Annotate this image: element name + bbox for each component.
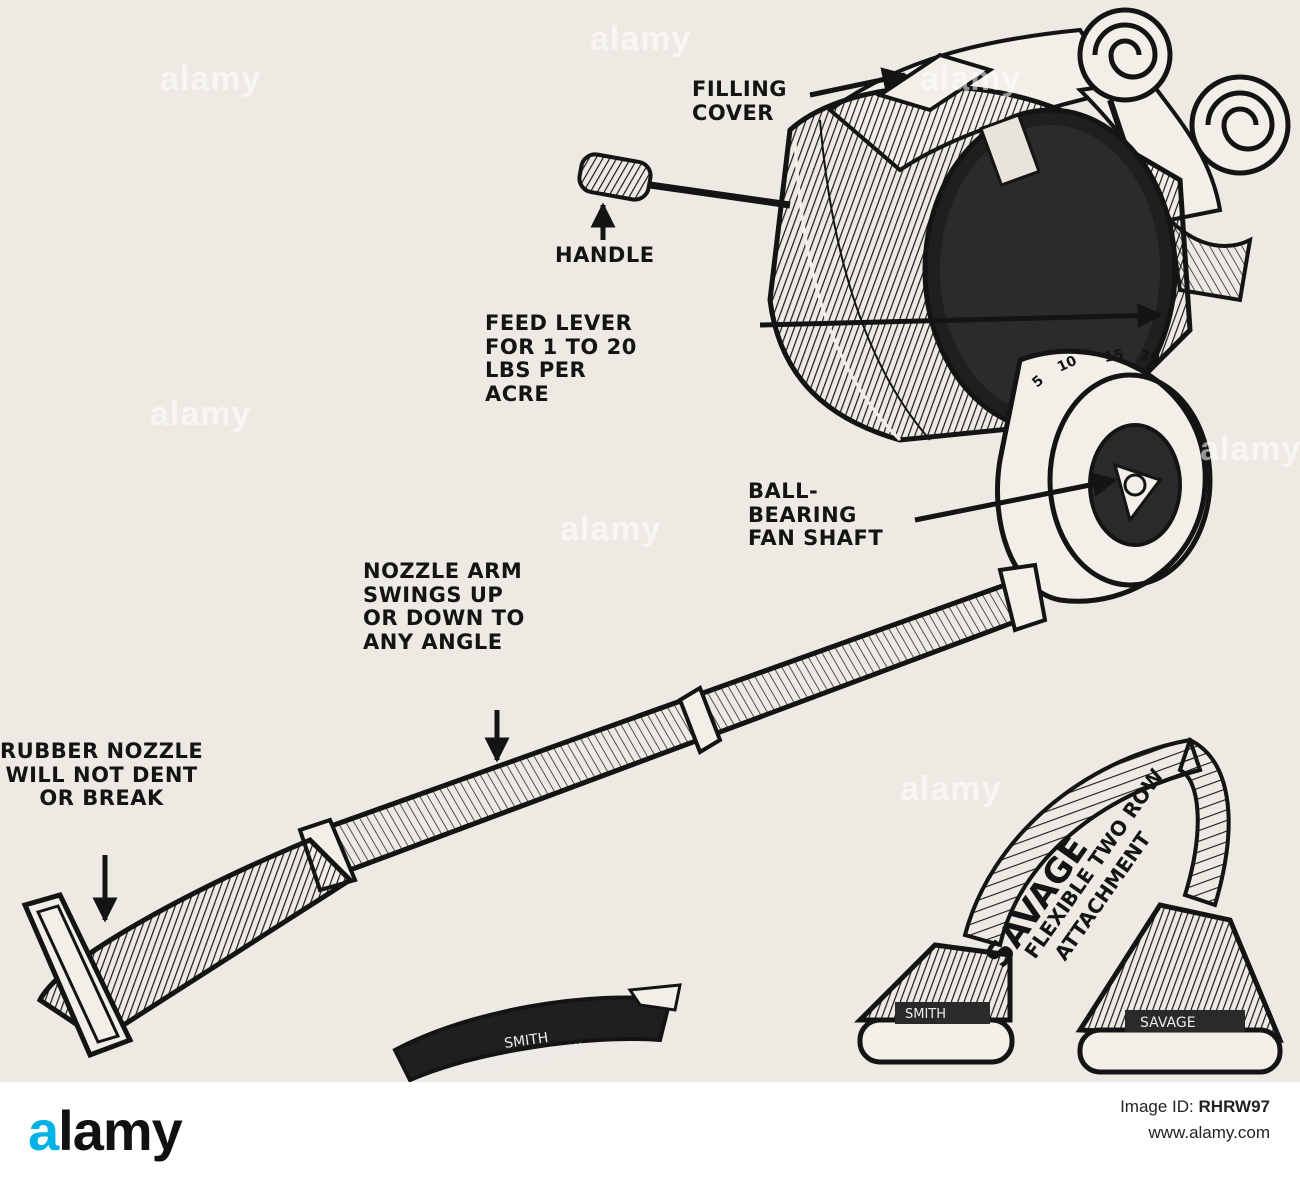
label-line: FAN SHAFT bbox=[748, 526, 884, 551]
arrow-feed-lever bbox=[759, 303, 1163, 329]
callout-arrows bbox=[92, 67, 1163, 923]
label-ball-bearing: BALL- BEARING FAN SHAFT bbox=[748, 479, 884, 551]
label-line: OR BREAK bbox=[39, 786, 164, 811]
fan-housing: 5 10 15 20 bbox=[995, 347, 1213, 604]
label-rubber-nozzle: RUBBER NOZZLE WILL NOT DENT OR BREAK bbox=[0, 739, 204, 811]
dial-number: 15 bbox=[1103, 347, 1125, 366]
two-row-attachment: SMITH SAVAGE SAVAGE FLEXIBLE TWO ROW ATT… bbox=[853, 737, 1284, 1075]
duster-drawing: 5 10 15 20 SMITH UNDERLEAF ELBOW bbox=[21, 7, 1291, 1083]
image-id-label: Image ID: bbox=[1120, 1097, 1194, 1116]
stock-footer: alamy Image ID: RHRW97 www.alamy.com bbox=[0, 1082, 1300, 1177]
label-line: RUBBER NOZZLE bbox=[0, 739, 204, 763]
underleaf-elbow: SMITH UNDERLEAF ELBOW bbox=[392, 983, 682, 1083]
label-line: COVER bbox=[692, 100, 774, 125]
brand-rest: lamy bbox=[58, 1099, 183, 1162]
rubber-nozzle bbox=[21, 837, 354, 1059]
label-line: FOR 1 TO 20 bbox=[485, 334, 637, 359]
nozzle-right-label: SAVAGE bbox=[1140, 1015, 1196, 1031]
watermark: alamy bbox=[590, 20, 692, 58]
arrow-fan-shaft bbox=[914, 472, 1118, 523]
label-line: FILLING bbox=[692, 77, 788, 101]
image-meta: Image ID: RHRW97 www.alamy.com bbox=[1120, 1094, 1270, 1146]
label-line: OR DOWN TO bbox=[363, 606, 525, 631]
arrow-filling-cover bbox=[809, 67, 908, 98]
label-line: FEED LEVER bbox=[485, 311, 633, 335]
label-line: BEARING bbox=[748, 502, 857, 527]
label-line: WILL NOT DENT bbox=[5, 762, 198, 787]
label-line: SWINGS UP bbox=[363, 582, 504, 607]
watermark: alamy bbox=[150, 395, 252, 433]
site-url[interactable]: www.alamy.com bbox=[1148, 1123, 1270, 1142]
watermark: alamy bbox=[1200, 430, 1300, 468]
dial-number: 20 bbox=[1140, 348, 1161, 366]
label-filling-cover: FILLING COVER bbox=[692, 77, 788, 125]
watermark: alamy bbox=[560, 510, 662, 548]
brand-logo[interactable]: alamy bbox=[28, 1098, 183, 1163]
watermark: alamy bbox=[160, 60, 262, 98]
crank-handle bbox=[577, 152, 791, 209]
dial-number: 10 bbox=[1055, 353, 1080, 376]
label-line: LBS PER bbox=[485, 358, 587, 383]
elbow-top-label: SMITH bbox=[503, 1030, 549, 1052]
label-feed-lever: FEED LEVER FOR 1 TO 20 LBS PER ACRE bbox=[485, 311, 637, 406]
brand-prefix: a bbox=[28, 1099, 59, 1162]
illustration: 5 10 15 20 SMITH UNDERLEAF ELBOW bbox=[0, 7, 1300, 1083]
watermark: alamy bbox=[920, 60, 1022, 98]
label-line: HANDLE bbox=[555, 243, 655, 267]
nozzle-left-label: SMITH bbox=[905, 1007, 946, 1022]
label-line: ANY ANGLE bbox=[363, 629, 503, 654]
watermark: alamy bbox=[900, 770, 1002, 808]
filling-cover bbox=[875, 52, 995, 113]
label-line: BALL- bbox=[748, 479, 819, 503]
label-line: NOZZLE ARM bbox=[363, 559, 523, 583]
image-id: RHRW97 bbox=[1198, 1097, 1270, 1116]
label-nozzle-arm: NOZZLE ARM SWINGS UP OR DOWN TO ANY ANGL… bbox=[363, 559, 525, 654]
label-handle: HANDLE bbox=[555, 243, 655, 268]
label-line: ACRE bbox=[485, 381, 550, 406]
image-id-line: Image ID: RHRW97 bbox=[1120, 1094, 1270, 1120]
